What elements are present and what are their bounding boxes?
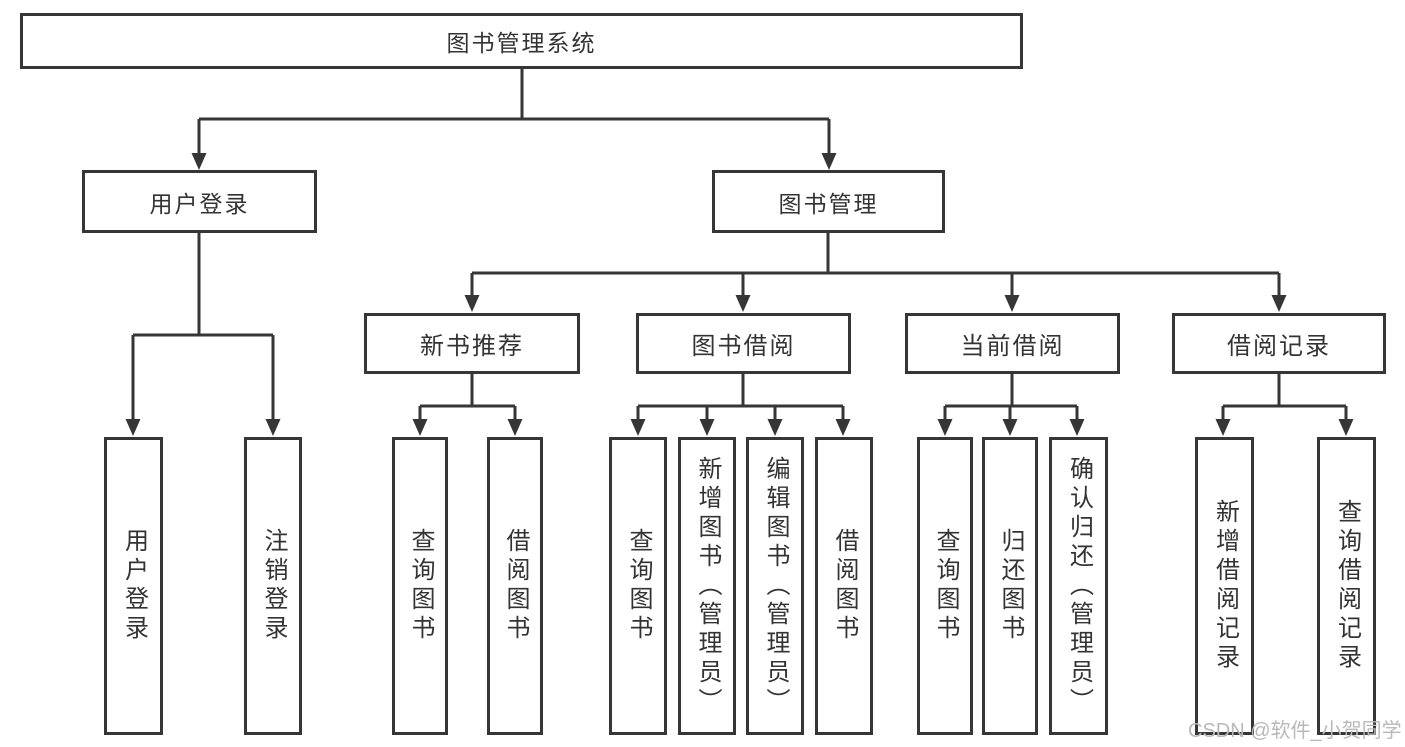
node-borrow-records-label: 借阅记录 bbox=[1227, 333, 1331, 360]
node-book-management-label: 图书管理 bbox=[778, 190, 879, 217]
leaf-borrow-edit-books-admin-label: 编辑图书（管理员） bbox=[762, 455, 789, 717]
node-new-book-recommend-label: 新书推荐 bbox=[420, 333, 524, 360]
node-new-book-recommend: 新书推荐 bbox=[364, 313, 580, 374]
leaf-borrow-query-books-label: 查询图书 bbox=[625, 528, 652, 644]
leaf-records-add-record-label: 新增借阅记录 bbox=[1211, 499, 1239, 673]
node-book-borrow: 图书借阅 bbox=[636, 313, 851, 374]
leaf-newbook-query-books: 查询图书 bbox=[392, 437, 448, 735]
leaf-user-login-label: 用户登录 bbox=[120, 528, 148, 644]
leaf-records-query-record: 查询借阅记录 bbox=[1317, 437, 1376, 735]
node-root: 图书管理系统 bbox=[20, 13, 1023, 69]
leaf-current-confirm-return-admin: 确认归还（管理员） bbox=[1049, 437, 1108, 735]
node-borrow-records: 借阅记录 bbox=[1172, 313, 1386, 374]
leaf-current-query-books: 查询图书 bbox=[917, 437, 973, 735]
leaf-newbook-borrow-books-label: 借阅图书 bbox=[502, 528, 529, 644]
leaf-records-query-record-label: 查询借阅记录 bbox=[1333, 499, 1361, 673]
node-user-login-label: 用户登录 bbox=[149, 190, 250, 217]
leaf-borrow-add-books-admin: 新增图书（管理员） bbox=[678, 437, 736, 735]
arrowheads bbox=[125, 153, 1354, 436]
leaf-borrow-add-books-admin-label: 新增图书（管理员） bbox=[694, 455, 721, 717]
csdn-watermark: CSDN @软件_小贺同学 bbox=[1188, 720, 1402, 742]
leaf-current-query-books-label: 查询图书 bbox=[932, 528, 959, 644]
node-user-login: 用户登录 bbox=[82, 170, 317, 233]
leaf-current-return-books: 归还图书 bbox=[982, 437, 1038, 735]
leaf-current-return-books-label: 归还图书 bbox=[997, 528, 1024, 644]
node-book-borrow-label: 图书借阅 bbox=[691, 333, 796, 360]
node-book-management: 图书管理 bbox=[712, 170, 945, 233]
leaf-newbook-query-books-label: 查询图书 bbox=[407, 528, 434, 644]
leaf-borrow-borrow-books-label: 借阅图书 bbox=[831, 528, 858, 644]
leaf-records-add-record: 新增借阅记录 bbox=[1195, 437, 1254, 735]
leaf-borrow-query-books: 查询图书 bbox=[609, 437, 667, 735]
leaf-borrow-borrow-books: 借阅图书 bbox=[815, 437, 873, 735]
leaf-borrow-edit-books-admin: 编辑图书（管理员） bbox=[746, 437, 804, 735]
leaf-logout: 注销登录 bbox=[244, 437, 302, 735]
node-current-borrow-label: 当前借阅 bbox=[960, 333, 1065, 360]
node-root-label: 图书管理系统 bbox=[446, 30, 597, 56]
leaf-newbook-borrow-books: 借阅图书 bbox=[487, 437, 543, 735]
node-current-borrow: 当前借阅 bbox=[905, 313, 1120, 374]
leaf-current-confirm-return-admin-label: 确认归还（管理员） bbox=[1065, 455, 1093, 717]
leaf-logout-label: 注销登录 bbox=[260, 528, 287, 644]
leaf-user-login: 用户登录 bbox=[104, 437, 163, 735]
